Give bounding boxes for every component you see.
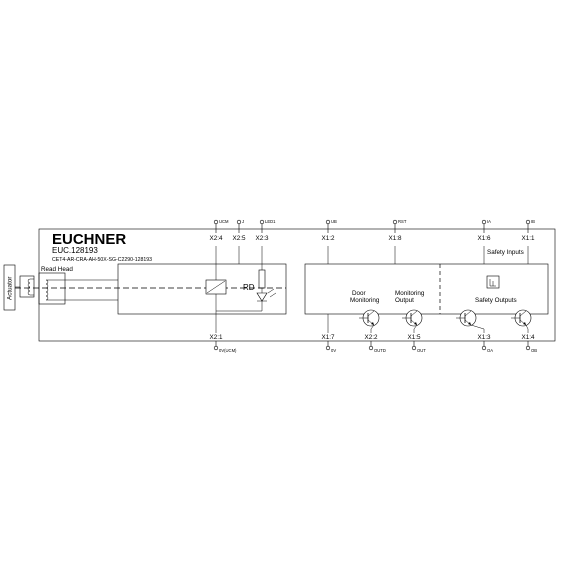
monitoring-output-label-1: Monitoring	[395, 290, 425, 297]
read-head-label: Read Head	[41, 266, 73, 273]
signal-label: J	[242, 219, 244, 224]
signal-label: RST	[398, 219, 407, 224]
type-code: CET4-AR-CRA-AH-50X-SG-C2290-128193	[52, 257, 152, 263]
read-head-cable	[65, 279, 118, 301]
pin-label: X2:5	[233, 235, 246, 242]
signal-label: UCM	[219, 219, 229, 224]
led-diode	[256, 292, 268, 302]
signal-label: OUT	[417, 348, 426, 353]
terminal-X1-6: IA X1:6	[478, 219, 492, 242]
actuator-label: Actuator	[7, 277, 14, 300]
terminal-X1-8: RST X1:8	[389, 219, 407, 242]
led-label: RD	[243, 283, 255, 292]
pin-label: X1:2	[322, 235, 335, 242]
pin-label: X1:4	[522, 334, 535, 341]
logic-module: Safety Inputs Safety Outputs Door Monito…	[304, 246, 549, 333]
safety-inputs-label: Safety Inputs	[487, 249, 524, 256]
terminal-X1-4: X1:4OB	[522, 334, 538, 353]
terminal-X1-1: IB X1:1	[522, 219, 536, 242]
pin-label: X1:8	[389, 235, 402, 242]
relay-module: RD	[117, 246, 287, 333]
terminal-X2-4: UCM X2:4	[210, 219, 230, 242]
transistor-icon	[511, 309, 532, 333]
transistor-icon	[359, 309, 380, 333]
pin-label: X1:7	[322, 334, 335, 341]
terminal-X2-5: J X2:5	[233, 219, 246, 242]
pin-label: X2:2	[365, 334, 378, 341]
led-resistor	[258, 269, 266, 289]
terminal-X1-2: UB X1:2	[322, 219, 338, 242]
logic-symbol-icon	[486, 275, 500, 289]
safety-outputs-label: Safety Outputs	[475, 297, 517, 304]
terminal-X1-7: X1:7 0V	[322, 334, 337, 353]
pin-label: X1:3	[478, 334, 491, 341]
door-monitoring-label-2: Monitoring	[350, 297, 380, 304]
transistor-icon	[402, 309, 423, 333]
signal-label: UB	[331, 219, 337, 224]
signal-label: IA	[487, 219, 491, 224]
order-number: EUC.128193	[52, 246, 98, 255]
monitoring-output-label-2: Output	[395, 297, 414, 304]
transistor-icon	[456, 309, 485, 333]
door-monitoring-label-1: Door	[352, 290, 366, 297]
signal-label: OUTD	[374, 348, 386, 353]
transistors-layer	[359, 309, 532, 333]
signal-label: IB	[531, 219, 535, 224]
pin-label: X1:1	[522, 235, 535, 242]
pin-label: X1:5	[408, 334, 421, 341]
terminal-X1-3: X1:3OA	[478, 334, 494, 353]
pin-label: X1:6	[478, 235, 491, 242]
pin-label: X2:4	[210, 235, 223, 242]
pin-label: X2:1	[210, 334, 223, 341]
read-head: Read Head	[38, 266, 73, 305]
brand-logo: EUCHNER	[52, 231, 126, 248]
signal-label: OB	[531, 348, 537, 353]
terminal-X2-1: X2:1 0V(UCM)	[210, 334, 238, 353]
signal-label: 0V	[331, 348, 336, 353]
signal-label: 0V(UCM)	[219, 348, 237, 353]
actuator: Actuator	[3, 264, 35, 311]
pin-label: X2:3	[256, 235, 269, 242]
signal-label: LED1	[265, 219, 276, 224]
signal-label: OA	[487, 348, 493, 353]
